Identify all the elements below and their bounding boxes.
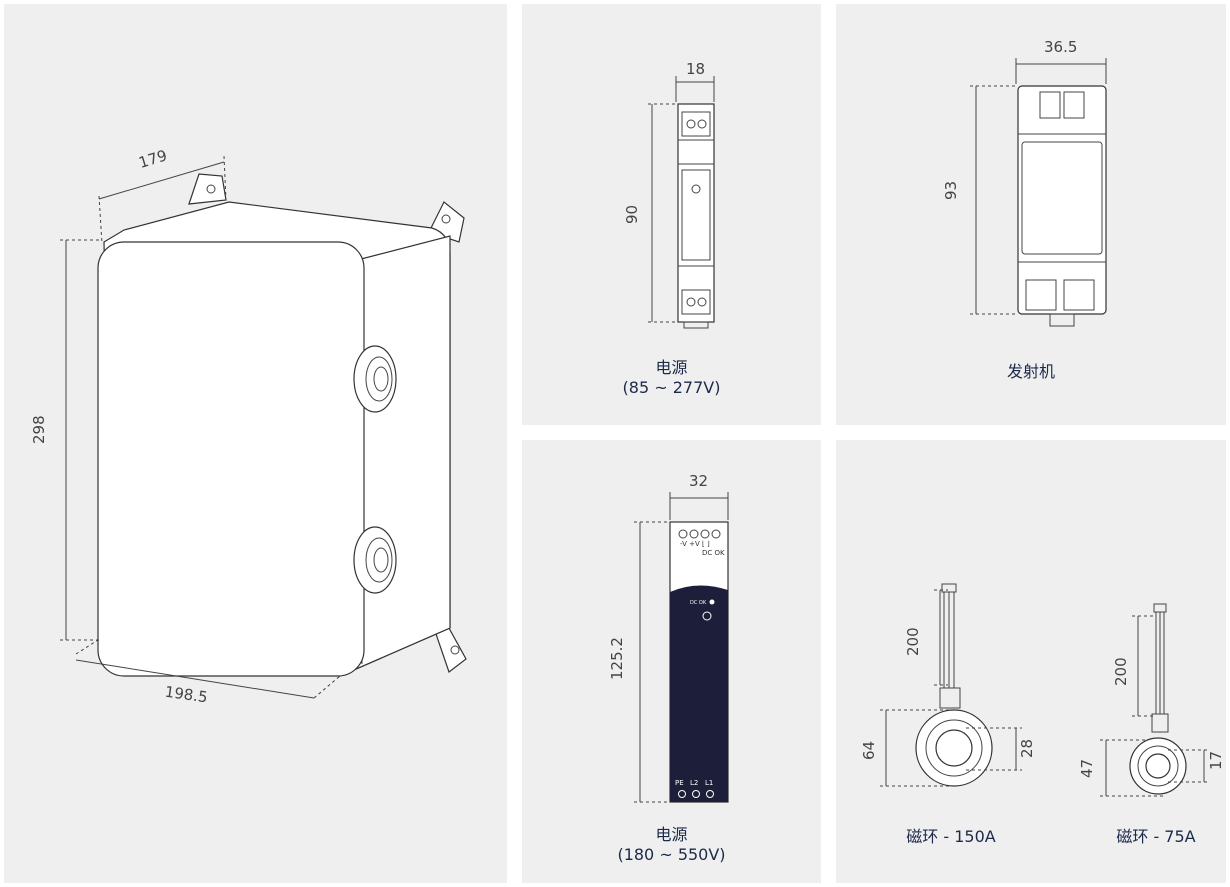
psu-small-caption: 电源 (85 ~ 277V)	[522, 358, 821, 398]
dim-height: 125.2	[608, 637, 626, 680]
transmitter-drawing: 36.5 93	[942, 38, 1107, 327]
transmitter-panel: 36.5 93 发射机	[836, 4, 1226, 425]
terminal-l2: L2	[690, 779, 698, 787]
dim-inner: 17	[1207, 751, 1225, 770]
ct75-caption: 磁环 - 75A	[1116, 827, 1196, 846]
dim-width: 198.5	[164, 683, 209, 707]
dim-height: 298	[30, 415, 48, 444]
ct-drawing: 200 64 28 200	[860, 583, 1225, 797]
ct-150a: 200 64 28	[860, 583, 1036, 787]
dim-outer: 64	[860, 741, 878, 760]
indicator-label: DC OK	[690, 600, 707, 606]
terminal-l1: L1	[705, 779, 713, 787]
enclosure-drawing: 179 298 198.5	[30, 146, 467, 707]
caption-line2: (180 ~ 550V)	[617, 845, 726, 864]
psu-large-caption: 电源 (180 ~ 550V)	[522, 825, 821, 865]
psu-small-panel: 18 90 电源 (85 ~ 277V)	[522, 4, 821, 425]
caption-line2: (85 ~ 277V)	[622, 378, 721, 397]
ct-75a: 200 47 17	[1078, 603, 1225, 797]
dim-height: 90	[623, 205, 641, 224]
dim-width: 32	[689, 472, 708, 490]
dim-width: 18	[686, 60, 705, 78]
caption-line1: 电源	[655, 825, 688, 844]
terminal-pe: PE	[675, 779, 684, 787]
dim-depth: 179	[137, 146, 170, 172]
dim-width: 36.5	[1044, 38, 1077, 56]
transmitter-caption: 发射机	[1006, 362, 1055, 381]
psu-small-drawing: 18 90	[623, 60, 715, 329]
dim-height: 93	[942, 181, 960, 200]
dim-lead: 200	[1112, 657, 1130, 686]
psu-large-panel: 32 125.2 -V +V ⌊ ⌋ DC OK DC OK PE L2 L1 …	[522, 440, 821, 883]
psu-large-drawing: 32 125.2 -V +V ⌊ ⌋ DC OK DC OK PE L2 L1	[608, 472, 729, 803]
enclosure-panel: 179 298 198.5	[4, 4, 507, 883]
terminal-dc-ok: DC OK	[702, 549, 725, 557]
dim-inner: 28	[1018, 739, 1036, 758]
ct-panel: 200 64 28 200	[836, 440, 1226, 883]
dim-outer: 47	[1078, 759, 1096, 778]
terminal-top-labels: -V +V ⌊ ⌋	[680, 540, 710, 548]
ct150-caption: 磁环 - 150A	[906, 827, 996, 846]
caption-line1: 电源	[655, 358, 688, 377]
dim-lead: 200	[904, 627, 922, 656]
